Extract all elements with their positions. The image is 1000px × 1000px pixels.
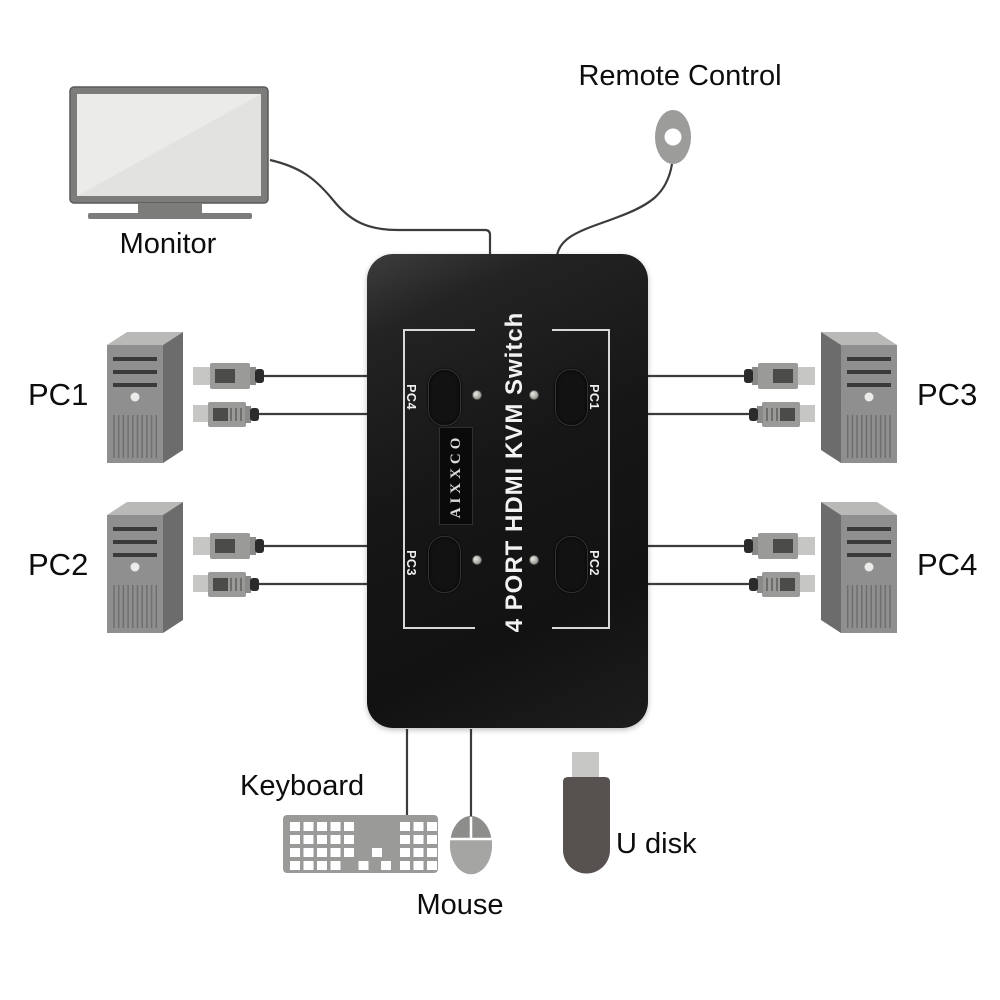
button-pc2 <box>555 536 588 593</box>
monitor-cable <box>269 158 492 256</box>
pc1-label: PC1 <box>28 377 89 412</box>
button-pc1-label: PC1 <box>587 384 601 410</box>
mouse-label: Mouse <box>416 889 504 921</box>
device-frame-left <box>403 329 475 629</box>
pc4-tower-icon <box>820 501 898 634</box>
device-frame-right <box>552 329 610 629</box>
pc3-hdmi-plug-icon <box>748 401 816 428</box>
remote-control-icon <box>655 110 691 164</box>
keyboard-label: Keyboard <box>240 770 365 802</box>
remote-control-label: Remote Control <box>578 60 782 92</box>
led-indicator-1 <box>472 390 482 400</box>
monitor-icon <box>69 86 269 219</box>
pc2-hdmi-plug-icon <box>192 571 260 598</box>
keyboard-icon <box>283 815 438 873</box>
u-disk-label: U disk <box>616 828 697 860</box>
led-indicator-4 <box>529 555 539 565</box>
kvm-switch-device: 4 PORT HDMI KVM Switch AIXXCO PC4 PC1 PC… <box>367 254 648 728</box>
pc1-tower-icon <box>106 331 184 464</box>
button-pc3-label: PC3 <box>404 550 418 576</box>
pc3-tower-icon <box>820 331 898 464</box>
button-pc3 <box>428 536 461 593</box>
led-indicator-2 <box>529 390 539 400</box>
button-pc4-label: PC4 <box>404 384 418 410</box>
remote-cable <box>555 163 674 257</box>
mouse-icon <box>450 816 492 875</box>
pc4-label: PC4 <box>917 547 978 582</box>
pc2-label: PC2 <box>28 547 89 582</box>
pc2-usb-plug-icon <box>193 533 264 559</box>
button-pc1 <box>555 369 588 426</box>
pc3-label: PC3 <box>917 377 978 412</box>
u-disk-icon <box>563 752 610 874</box>
pc4-hdmi-plug-icon <box>748 571 816 598</box>
monitor-label: Monitor <box>119 228 217 260</box>
button-pc2-label: PC2 <box>587 550 601 576</box>
pc3-usb-plug-icon <box>744 363 815 389</box>
brand-label: AIXXCO <box>439 427 473 525</box>
led-indicator-3 <box>472 555 482 565</box>
pc1-usb-plug-icon <box>193 363 264 389</box>
button-pc4 <box>428 369 461 426</box>
pc4-usb-plug-icon <box>744 533 815 559</box>
pc2-tower-icon <box>106 501 184 634</box>
device-title: 4 PORT HDMI KVM Switch <box>501 311 528 633</box>
cables <box>259 158 749 820</box>
pc1-hdmi-plug-icon <box>192 401 260 428</box>
keyboard-keys <box>290 822 437 870</box>
